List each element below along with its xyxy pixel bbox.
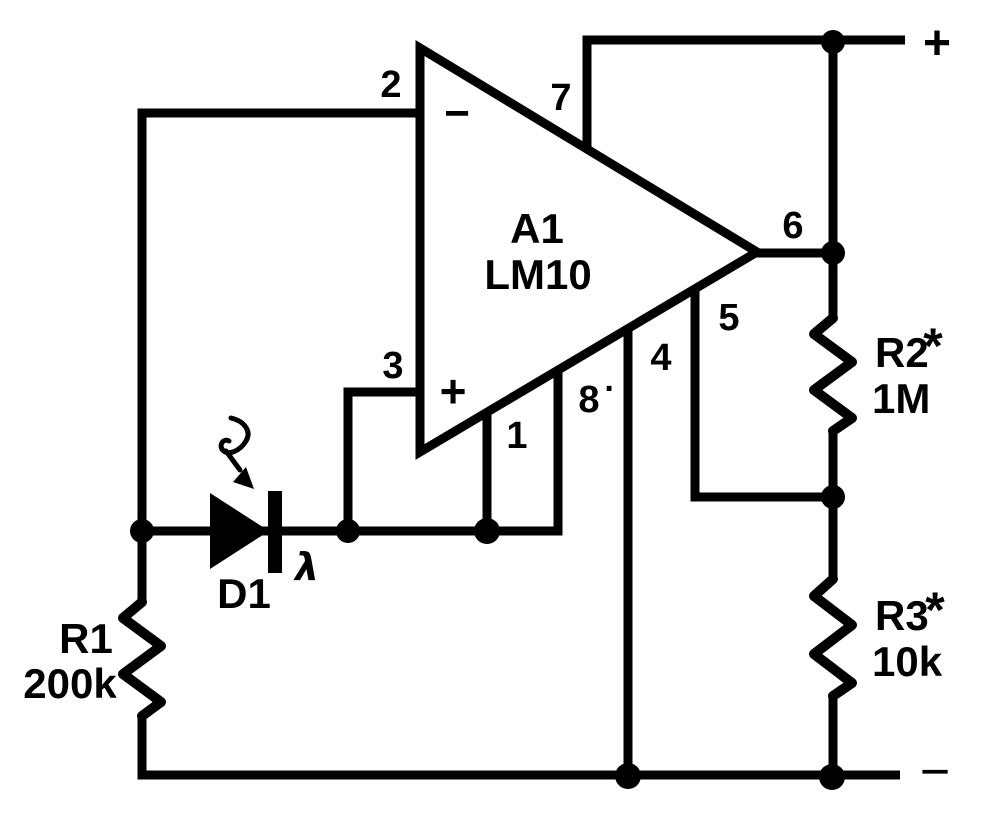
pin-3-label: 3 (382, 345, 403, 387)
r3-designator-label: R3 (875, 592, 929, 639)
pin-6-label: 6 (782, 205, 803, 247)
opamp-triangle (415, 40, 766, 460)
diode-cathode-bar (268, 491, 282, 573)
r1-value-label: 200k (23, 660, 117, 707)
resistor-r3-symbol (809, 574, 857, 701)
junction-dot-r3-bottom (819, 764, 845, 790)
light-squiggle-icon (218, 415, 251, 456)
negative-terminal-label: − (920, 743, 950, 801)
inverting-input-mark: − (444, 89, 470, 138)
resistor-r1-symbol (118, 597, 166, 721)
pin-7-label: 7 (550, 77, 571, 119)
wire-pin7-top-rail (582, 35, 905, 150)
r1-designator-label: R1 (59, 615, 113, 662)
pin-1-label: 1 (506, 415, 527, 457)
wire-pin5-feedback (690, 288, 835, 502)
d1-designator-label: D1 (217, 570, 271, 617)
r2-star-mark: * (923, 318, 943, 374)
junction-dot-output (821, 241, 845, 265)
r3-value-label: 10k (872, 638, 943, 685)
junction-dot-cathode (336, 519, 360, 543)
junction-dot-anode (130, 519, 154, 543)
r2-value-label: 1M (872, 375, 930, 422)
wire-pin3-branch (343, 387, 420, 533)
junction-dot-top-rail (821, 30, 845, 54)
r2-designator-label: R2 (875, 329, 929, 376)
junction-dot-pin1 (474, 518, 500, 544)
light-arrowhead-icon (233, 467, 254, 489)
junction-dot-pin4-bottom (615, 763, 641, 789)
light-arrow-shaft (223, 448, 243, 473)
pin-8-dot-mark: · (604, 370, 615, 408)
r3-star-mark: * (925, 582, 945, 638)
diode-anode-triangle (210, 493, 269, 569)
resistor-r2-symbol (809, 313, 857, 436)
pin-8-label: 8 (578, 379, 599, 421)
positive-terminal-label: + (923, 17, 951, 70)
wire-pin2-left-rail (137, 108, 420, 602)
pin-4-label: 4 (650, 337, 671, 379)
opamp-designator-label: A1 (510, 205, 564, 252)
opamp-part-label: LM10 (484, 251, 591, 298)
d1-lambda-label: λ (293, 545, 319, 589)
junction-dot-r2-r3 (821, 485, 845, 509)
pin-2-label: 2 (380, 64, 401, 106)
wire-left-rail-bottom-rail (137, 716, 900, 780)
noninverting-input-mark: + (440, 365, 467, 417)
pin-5-label: 5 (718, 297, 739, 339)
